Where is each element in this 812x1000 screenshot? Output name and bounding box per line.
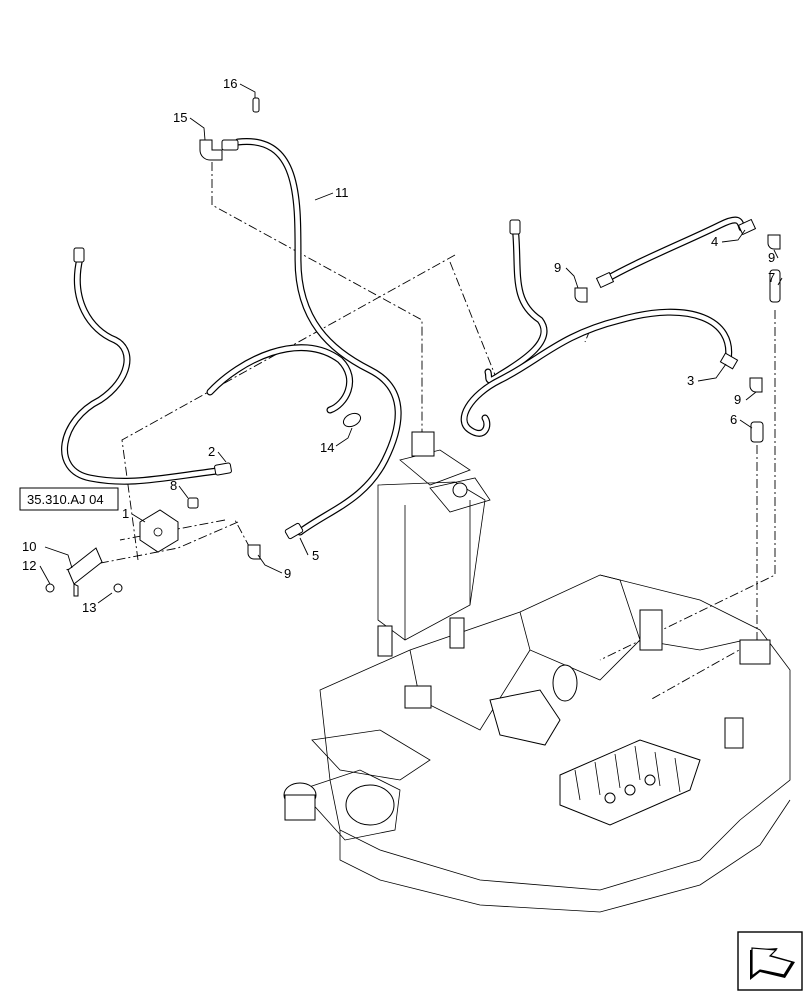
leader-lines: [39, 83, 783, 604]
callout-4: 4: [711, 234, 718, 249]
hose-3: [460, 308, 733, 437]
callout-labels: 16 15 11 4 9 9 7 3 9 6 14 2 8 1 5 9 10 1…: [22, 76, 775, 615]
fittings: [45, 97, 781, 597]
callout-13: 13: [82, 600, 96, 615]
reference-box[interactable]: 35.310.AJ 04: [19, 487, 119, 511]
callout-5: 5: [312, 548, 319, 563]
arrow-back-icon[interactable]: [737, 931, 803, 991]
callout-2: 2: [208, 444, 215, 459]
callout-9: 9: [768, 250, 775, 265]
machine-frame: [283, 431, 791, 913]
assembly-lines: [64, 162, 776, 701]
callout-9: 9: [734, 392, 741, 407]
callout-12: 12: [22, 558, 36, 573]
hose-4: [484, 216, 746, 384]
callout-8: 8: [170, 478, 177, 493]
callout-1: 1: [122, 506, 129, 521]
callout-7: 7: [768, 270, 775, 285]
callout-9: 9: [554, 260, 561, 275]
callout-15: 15: [173, 110, 187, 125]
callout-3: 3: [687, 373, 694, 388]
callout-9: 9: [284, 566, 291, 581]
callout-6: 6: [730, 412, 737, 427]
callout-10: 10: [22, 539, 36, 554]
reference-code: 35.310.AJ 04: [27, 492, 104, 507]
control-valve-bank: [559, 739, 701, 826]
hose-2: [61, 254, 354, 485]
callout-16: 16: [223, 76, 237, 91]
callout-14: 14: [320, 440, 334, 455]
hose-11: [234, 138, 402, 536]
callout-11: 11: [335, 185, 349, 200]
